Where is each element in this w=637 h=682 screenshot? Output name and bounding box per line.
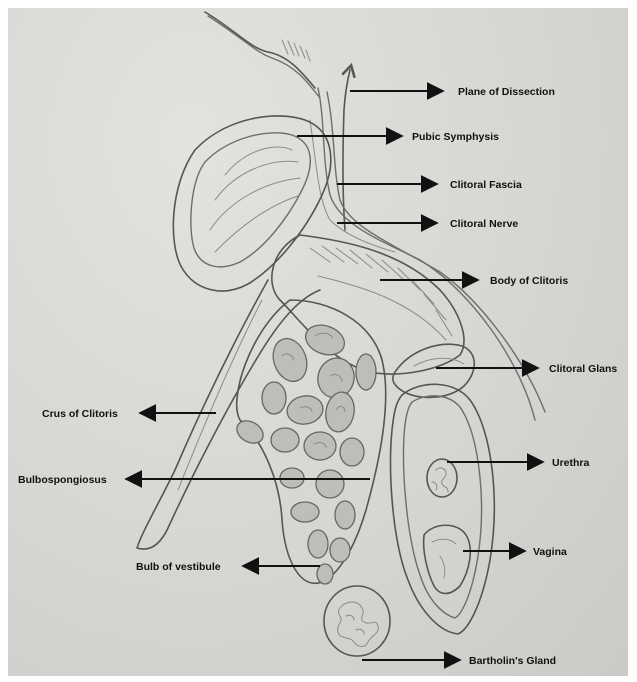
bartholins-gland-sketch <box>324 586 390 656</box>
label-bartholins-gland: Bartholin's Gland <box>469 655 556 667</box>
label-crus-of-clitoris: Crus of Clitoris <box>42 408 118 420</box>
skin-contour <box>205 12 320 98</box>
urethra-sketch <box>427 459 457 497</box>
anatomy-sketch <box>137 12 545 656</box>
label-vagina: Vagina <box>533 546 567 558</box>
label-bulbospongiosus: Bulbospongiosus <box>18 474 107 486</box>
pubic-symphysis-sketch <box>173 116 330 291</box>
label-urethra: Urethra <box>552 457 590 469</box>
vagina-lumen-sketch <box>424 525 471 593</box>
vaginal-wall-sketch <box>391 384 495 634</box>
label-clitoral-glans: Clitoral Glans <box>549 363 617 375</box>
label-bulb-of-vestibule: Bulb of vestibule <box>136 561 221 573</box>
plane-of-dissection-line <box>343 70 350 230</box>
label-clitoral-nerve: Clitoral Nerve <box>450 218 518 230</box>
erectile-tissue-blobs <box>233 320 376 584</box>
label-plane-of-dissection: Plane of Dissection <box>458 86 555 98</box>
label-body-of-clitoris: Body of Clitoris <box>490 275 568 287</box>
label-clitoral-fascia: Clitoral Fascia <box>450 179 522 191</box>
label-pubic-symphysis: Pubic Symphysis <box>412 131 499 143</box>
